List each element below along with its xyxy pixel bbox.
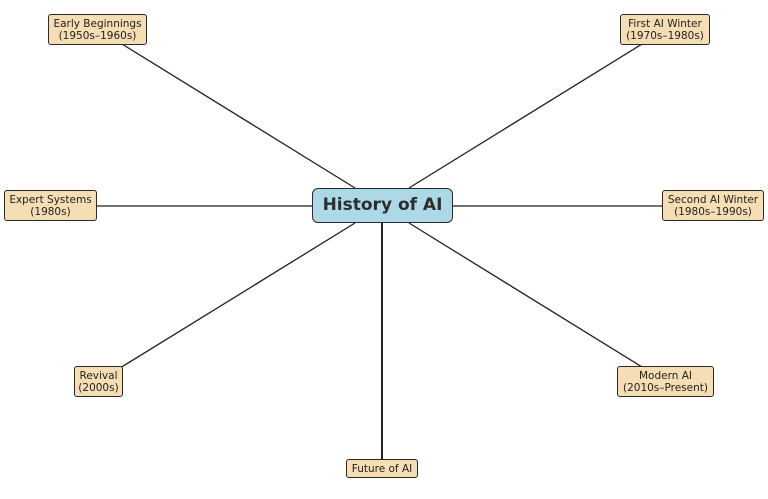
node-label-line2: (1950s–1960s) xyxy=(58,29,137,42)
node-label-line1: Revival xyxy=(79,369,118,382)
node-future-of-ai[interactable]: Future of AI xyxy=(346,459,418,478)
edge-first-ai-winter xyxy=(408,43,643,189)
node-label-line2: (1970s–1980s) xyxy=(626,29,704,42)
edge-early-beginnings xyxy=(121,43,356,189)
node-label-line1: Second AI Winter xyxy=(667,193,759,206)
node-label-line2: (1980s) xyxy=(30,205,71,218)
node-first-ai-winter[interactable]: First AI Winter (1970s–1980s) xyxy=(620,14,710,45)
node-expert-systems[interactable]: Expert Systems (1980s) xyxy=(4,190,97,221)
node-modern-ai[interactable]: Modern AI (2010s–Present) xyxy=(617,366,714,397)
node-second-ai-winter[interactable]: Second AI Winter (1980s–1990s) xyxy=(662,190,764,221)
node-label-line1: First AI Winter xyxy=(628,17,702,30)
node-label-line2: (2000s) xyxy=(78,381,119,394)
node-label-line1: Future of AI xyxy=(351,462,413,475)
node-early-beginnings[interactable]: Early Beginnings (1950s–1960s) xyxy=(48,14,147,45)
node-label-line1: Early Beginnings xyxy=(53,17,142,30)
edge-modern-ai xyxy=(408,222,643,368)
node-label-line1: Modern AI xyxy=(638,369,692,382)
node-revival[interactable]: Revival (2000s) xyxy=(74,366,123,397)
node-label-line2: (2010s–Present) xyxy=(622,381,709,394)
node-label-line1: Expert Systems xyxy=(9,193,92,206)
node-label-line2: (1980s–1990s) xyxy=(674,205,752,218)
center-node-history-of-ai[interactable]: History of AI xyxy=(312,188,453,223)
edge-revival xyxy=(119,222,356,369)
center-node-label: History of AI xyxy=(322,195,443,215)
